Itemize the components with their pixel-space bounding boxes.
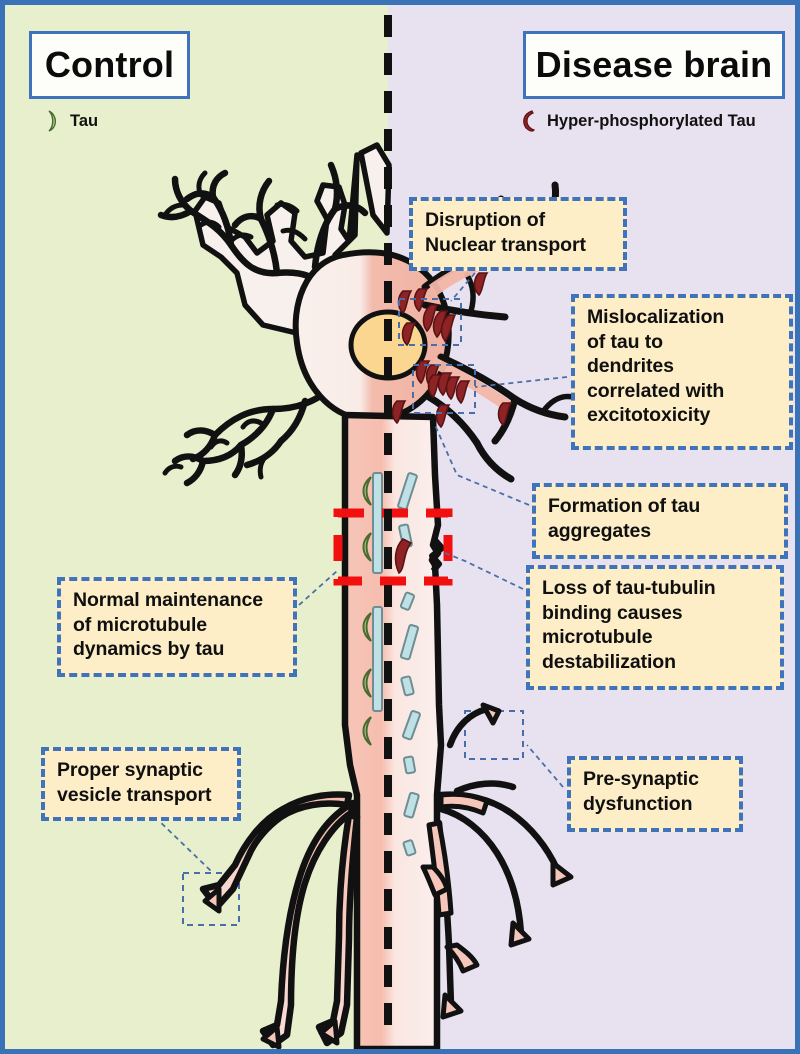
inset-box-disease-synapse	[464, 710, 524, 760]
callout-line: of microtubule	[73, 613, 208, 636]
callout-line: Disruption of	[425, 209, 546, 231]
callout-formation-of-tau-aggregates: Formation of tau aggregates	[532, 483, 788, 559]
callout-line: aggregates	[548, 519, 652, 542]
callout-line: Formation of tau	[548, 495, 701, 517]
leader-nuclear	[450, 272, 476, 302]
panel-title-control: Control	[29, 31, 190, 99]
callout-proper-synaptic-vesicle-transport: Proper synaptic vesicle transport	[41, 747, 241, 821]
callout-line: dysfunction	[583, 792, 693, 815]
leader-tubulin	[444, 552, 524, 590]
leader-mislocal	[474, 376, 568, 388]
callout-line: excitotoxicity	[587, 404, 711, 427]
callout-line: Loss of tau-tubulin	[542, 577, 716, 599]
tau-aggregate-axon	[394, 538, 413, 575]
callout-loss-of-tau-tubulin-binding: Loss of tau-tubulin binding causes micro…	[526, 565, 784, 690]
callout-line: Nuclear transport	[425, 233, 586, 256]
inset-box-control-synapse	[182, 872, 240, 926]
hyperphosphorylated-tau-hook-icon	[523, 110, 535, 132]
inset-dashed-boxes	[182, 298, 524, 926]
panel-title-disease: Disease brain	[523, 31, 785, 99]
callout-line: dynamics by tau	[73, 638, 225, 661]
callout-line: Mislocalization	[587, 306, 725, 328]
synaptic-boutons-control	[202, 886, 340, 1049]
callout-line: destabilization	[542, 650, 676, 673]
callout-line: Pre-synaptic	[583, 768, 699, 790]
callout-line: dendrites	[587, 355, 674, 378]
callout-normal-maintenance-of-microtubule-dynamics: Normal maintenance of microtubule dynami…	[57, 577, 297, 677]
callout-line: correlated with	[587, 379, 725, 402]
tau-proteins-control	[362, 476, 372, 746]
callout-disruption-of-nuclear-transport: Disruption of Nuclear transport	[409, 197, 627, 271]
callout-mislocalization-of-tau: Mislocalization of tau to dendrites corr…	[571, 294, 793, 450]
diagram-canvas: Control Disease brain Tau Hyper-phosphor…	[5, 5, 795, 1049]
dendrite-twigs-lower-left	[162, 418, 270, 480]
red-highlight-box	[333, 508, 453, 586]
callout-leader-lines	[154, 272, 568, 872]
callout-line: of tau to	[587, 330, 663, 353]
leader-vesicle	[154, 816, 212, 872]
legend-hyperphosphorylated-tau: Hyper-phosphorylated Tau	[520, 109, 756, 133]
callout-line: Normal maintenance	[73, 589, 264, 611]
tau-crescent-icon	[48, 110, 57, 132]
callout-line: microtubule	[542, 626, 653, 649]
control-background	[5, 5, 388, 1049]
inset-box-nuclear-transport	[398, 298, 462, 346]
microtubules-control	[372, 472, 383, 712]
legend-tau-label: Tau	[70, 111, 99, 130]
callout-pre-synaptic-dysfunction: Pre-synaptic dysfunction	[567, 756, 743, 832]
hyperphosphorylated-tau-cluster	[391, 272, 513, 429]
callout-line: binding causes	[542, 601, 683, 624]
callout-line: vesicle transport	[57, 783, 212, 806]
axon-membrane-break	[429, 538, 445, 573]
synaptic-boutons-disease	[440, 702, 574, 1020]
dendrite-twigs-upper-left	[162, 170, 308, 244]
axon-terminals-disease-fill	[420, 791, 490, 974]
legend-tau: Tau	[43, 109, 98, 133]
leader-presynaptic	[526, 744, 564, 788]
callout-line: Proper synaptic	[57, 759, 203, 781]
dendrites-lower-left	[171, 381, 339, 487]
legend-hyperphosphorylated-tau-label: Hyper-phosphorylated Tau	[547, 111, 756, 130]
